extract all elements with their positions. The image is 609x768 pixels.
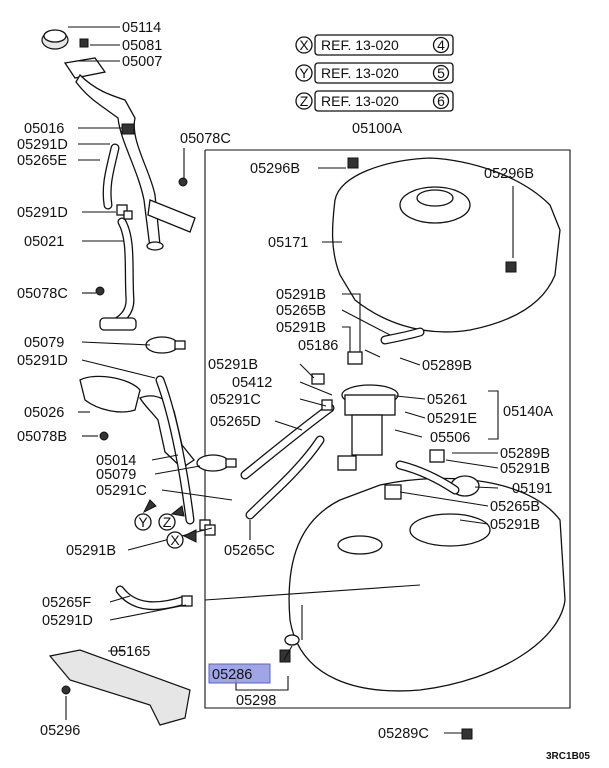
fitting-drawing xyxy=(395,449,480,497)
ref-text: REF. 13-020 xyxy=(321,37,399,53)
part-label-05016[interactable]: 05016 xyxy=(24,121,64,137)
part-label-05296[interactable]: 05296 xyxy=(40,723,80,739)
filler-cap-drawing xyxy=(41,29,89,50)
diagram-code: 3RC1B05 xyxy=(546,751,590,762)
tank-shell-drawing xyxy=(288,477,566,692)
bracket-drawing xyxy=(147,177,196,233)
part-label-05291B[interactable]: 05291B xyxy=(276,287,326,303)
part-label-05079[interactable]: 05079 xyxy=(24,335,64,351)
fuel-line-drawing xyxy=(240,327,425,520)
part-label-05081[interactable]: 05081 xyxy=(122,38,162,54)
direction-arrows xyxy=(142,499,197,543)
part-label-05021[interactable]: 05021 xyxy=(24,234,64,250)
fuel-pump-drawing xyxy=(337,384,402,500)
part-label-05291D[interactable]: 05291D xyxy=(17,353,68,369)
leader-lines xyxy=(65,26,514,734)
part-label-05291B[interactable]: 05291B xyxy=(276,320,326,336)
part-label-05291E[interactable]: 05291E xyxy=(427,411,477,427)
part-label-05261[interactable]: 05261 xyxy=(427,392,467,408)
hose-clamp-drawing xyxy=(145,336,237,472)
connector-z[interactable]: Z xyxy=(158,513,176,531)
part-label-05296B[interactable]: 05296B xyxy=(484,166,534,182)
part-label-05114[interactable]: 05114 xyxy=(122,20,161,36)
part-label-05291D[interactable]: 05291D xyxy=(17,137,68,153)
part-label-05265C[interactable]: 05265C xyxy=(224,543,275,559)
part-label-05289B[interactable]: 05289B xyxy=(422,358,472,374)
part-label-05265B[interactable]: 05265B xyxy=(276,303,326,319)
part-label-05506[interactable]: 05506 xyxy=(430,430,470,446)
part-label-05286[interactable]: 05286 xyxy=(212,667,252,683)
highlight-05286 xyxy=(208,663,271,684)
part-label-05078C[interactable]: 05078C xyxy=(17,286,68,302)
part-label-05191[interactable]: 05191 xyxy=(512,481,552,497)
breather-hose-drawing xyxy=(95,143,137,331)
part-label-05171[interactable]: 05171 xyxy=(268,235,308,251)
lower-hose-drawing xyxy=(115,375,216,611)
part-label-05165[interactable]: 05165 xyxy=(110,644,150,660)
protector-drawing xyxy=(48,649,191,726)
part-label-05265B[interactable]: 05265B xyxy=(490,499,540,515)
ref-number: 5 xyxy=(437,65,445,81)
part-label-05291D[interactable]: 05291D xyxy=(17,205,68,221)
part-label-05265F[interactable]: 05265F xyxy=(42,595,91,611)
ref-box-x[interactable]: X REF. 13-020 4 xyxy=(295,34,454,56)
part-labels: 05114 05081 05007 05016 05291D 05265E 05… xyxy=(17,20,590,762)
drain-plug-drawing xyxy=(279,634,473,740)
connector-x[interactable]: X xyxy=(166,531,184,549)
ref-box-z[interactable]: Z REF. 13-020 6 xyxy=(295,90,454,112)
ref-box-y[interactable]: Y REF. 13-020 5 xyxy=(295,62,454,84)
part-label-05078B[interactable]: 05078B xyxy=(17,429,67,445)
part-label-05291C[interactable]: 05291C xyxy=(210,392,261,408)
connector-y-label: Y xyxy=(138,514,148,530)
part-label-05298[interactable]: 05298 xyxy=(236,693,276,709)
part-label-05265D[interactable]: 05265D xyxy=(210,414,261,430)
part-label-05100A[interactable]: 05100A xyxy=(352,121,402,137)
part-label-05026[interactable]: 05026 xyxy=(24,405,64,421)
part-label-05291D[interactable]: 05291D xyxy=(42,613,93,629)
ref-key: Z xyxy=(300,93,309,109)
part-label-05265E[interactable]: 05265E xyxy=(17,153,67,169)
part-label-05289C[interactable]: 05289C xyxy=(378,726,429,742)
ref-number: 4 xyxy=(437,37,445,53)
part-label-05078C[interactable]: 05078C xyxy=(180,131,231,147)
part-label-05291B[interactable]: 05291B xyxy=(66,543,116,559)
ref-key: X xyxy=(299,37,309,53)
part-label-05007[interactable]: 05007 xyxy=(122,54,162,70)
part-label-05079[interactable]: 05079 xyxy=(96,467,136,483)
part-label-05289B[interactable]: 05289B xyxy=(500,446,550,462)
part-label-05014[interactable]: 05014 xyxy=(96,453,136,469)
part-label-05412[interactable]: 05412 xyxy=(232,375,272,391)
part-label-05140A[interactable]: 05140A xyxy=(503,404,553,420)
upper-tank-drawing xyxy=(331,157,561,333)
ref-text: REF. 13-020 xyxy=(321,65,399,81)
part-label-05291B[interactable]: 05291B xyxy=(500,461,550,477)
ref-text: REF. 13-020 xyxy=(321,93,399,109)
part-label-05291B[interactable]: 05291B xyxy=(490,517,540,533)
filler-neck-drawing xyxy=(63,57,164,251)
part-label-05291C[interactable]: 05291C xyxy=(96,483,147,499)
part-label-05296B[interactable]: 05296B xyxy=(250,161,300,177)
part-label-05291B[interactable]: 05291B xyxy=(208,357,258,373)
ref-number: 6 xyxy=(437,93,445,109)
connector-z-label: Z xyxy=(163,514,172,530)
part-label-05186[interactable]: 05186 xyxy=(298,338,338,354)
ref-key: Y xyxy=(299,65,309,81)
connector-x-label: X xyxy=(170,532,180,548)
heat-shield-drawing xyxy=(79,375,141,441)
connector-y[interactable]: Y xyxy=(134,513,152,531)
